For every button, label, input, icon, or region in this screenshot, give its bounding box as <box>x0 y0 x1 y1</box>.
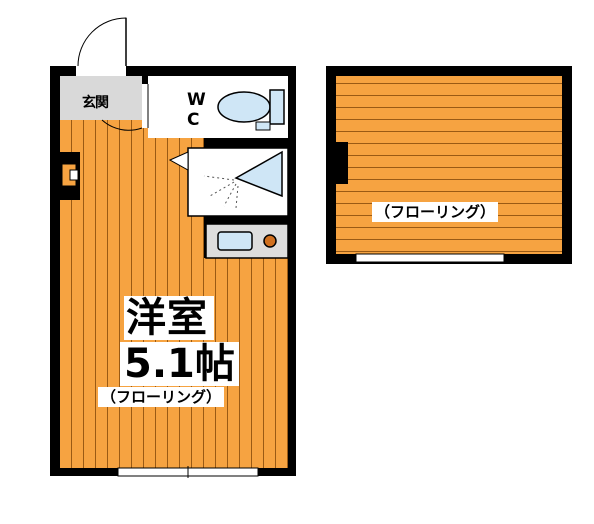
wc-label-c: C <box>187 110 200 130</box>
genkan-area <box>60 76 142 120</box>
wc-label-w: W <box>187 90 206 110</box>
toilet-tank-icon <box>269 89 285 125</box>
room-flooring-label: （フローリング） <box>98 387 225 407</box>
toilet-seat-icon <box>255 121 271 131</box>
genkan-door-swing-icon <box>101 119 143 131</box>
genkan-label: 玄関 <box>82 95 109 111</box>
kitchen-sink-icon <box>217 231 253 251</box>
room-size-label: 5.1帖 <box>120 342 239 386</box>
wc-door-gap <box>142 84 150 128</box>
shower-spray-icon <box>203 175 239 209</box>
room-name-label: 洋室 <box>124 296 214 340</box>
shower-door-swing-icon <box>168 151 189 171</box>
entrance-door-swing-icon <box>77 17 127 67</box>
loft-window <box>355 253 505 263</box>
toilet-bowl-icon <box>217 91 271 123</box>
loft-flooring-label: （フローリング） <box>372 202 499 222</box>
shower-head-icon <box>234 150 283 198</box>
stove-burner-icon <box>263 234 277 248</box>
loft-notch <box>326 142 348 184</box>
loft-floor <box>336 76 562 254</box>
entrance-door-opening <box>76 66 126 76</box>
corridor-floor <box>60 120 204 260</box>
